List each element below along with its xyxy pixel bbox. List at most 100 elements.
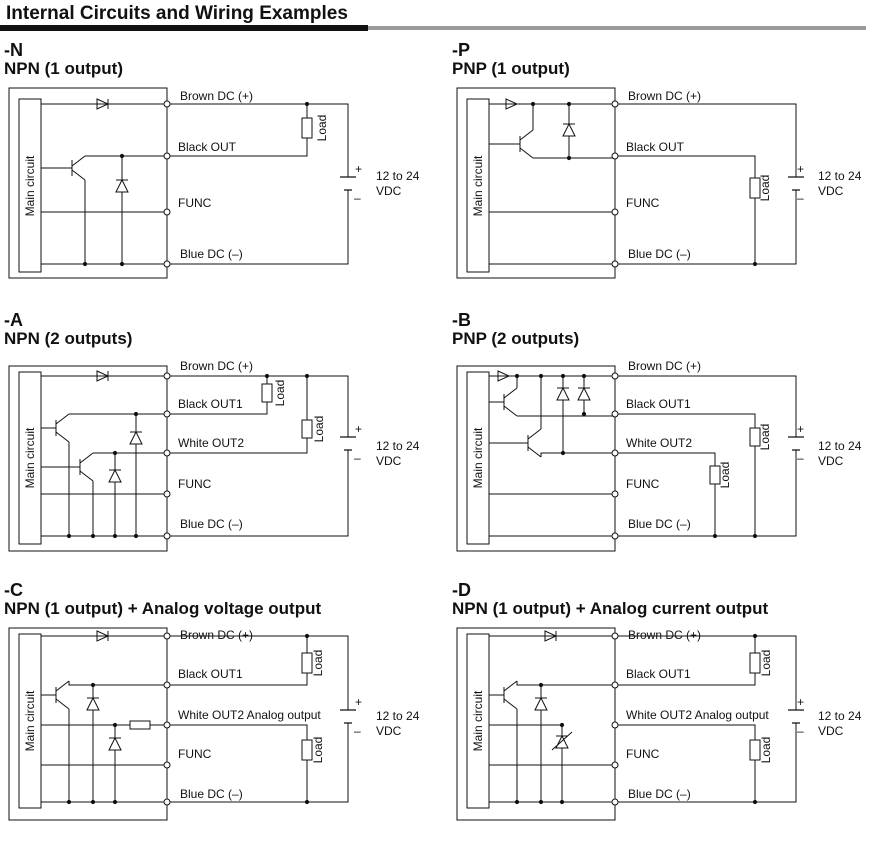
battery	[340, 709, 356, 724]
zener-diode-1	[556, 376, 570, 453]
page-title: Internal Circuits and Wiring Examples	[6, 3, 348, 24]
load-resistor	[301, 739, 313, 761]
terminal-label: White OUT2	[626, 436, 692, 450]
zener-diode	[534, 685, 548, 802]
load-label: Load	[311, 650, 325, 677]
output-resistor	[129, 720, 151, 730]
main-circuit-block	[18, 371, 42, 545]
terminal-label: White OUT2 Analog output	[626, 708, 769, 722]
diode	[96, 98, 110, 110]
pnp-transistor-1	[489, 376, 615, 417]
zener-diode	[115, 156, 129, 264]
main-circuit-block	[18, 633, 42, 809]
wiring-diagram: Main circuit Load Load + – 12 to 24 VDC …	[8, 627, 420, 821]
supply-voltage: 12 to 24	[818, 709, 862, 723]
supply-unit: VDC	[376, 724, 402, 738]
terminal-label: FUNC	[626, 747, 660, 761]
terminal-label: Black OUT1	[626, 667, 691, 681]
terminal-label: Brown DC (+)	[180, 628, 253, 642]
minus-sign: –	[797, 451, 804, 465]
terminal-label: FUNC	[178, 196, 212, 210]
minus-sign: –	[354, 191, 361, 205]
minus-sign: –	[797, 191, 804, 205]
load-label: Load	[273, 380, 287, 407]
terminal-label: Blue DC (–)	[180, 247, 243, 261]
panel-code: -P	[452, 40, 470, 60]
supply-voltage: 12 to 24	[818, 169, 862, 183]
panel-subtitle: PNP (1 output)	[452, 59, 570, 78]
load-label: Load	[759, 737, 773, 764]
terminal-label: Black OUT1	[178, 667, 243, 681]
supply-unit: VDC	[818, 454, 844, 468]
minus-sign: –	[354, 724, 361, 738]
terminal-label: Brown DC (+)	[628, 89, 701, 103]
npn-transistor	[41, 680, 167, 802]
load-label: Load	[311, 737, 325, 764]
panel-code: -A	[4, 310, 23, 330]
title-rule	[0, 25, 866, 31]
plus-sign: +	[355, 422, 362, 436]
terminal-label: Blue DC (–)	[628, 517, 691, 531]
npn-transistor	[41, 155, 167, 264]
panel-subtitle: NPN (1 output) + Analog current output	[452, 599, 769, 618]
load-label: Load	[315, 115, 329, 142]
pnp-transistor-2	[489, 376, 615, 458]
main-circuit-label: Main circuit	[23, 155, 37, 216]
supply-unit: VDC	[376, 184, 402, 198]
battery	[788, 709, 804, 724]
terminal-label: Brown DC (+)	[628, 359, 701, 373]
main-circuit-label: Main circuit	[23, 427, 37, 488]
load-resistor	[301, 419, 313, 439]
panel-subtitle: NPN (2 outputs)	[4, 329, 133, 348]
diode	[96, 630, 110, 642]
load-label: Load	[758, 175, 772, 202]
main-circuit-block	[466, 98, 490, 273]
load-resistor	[709, 465, 721, 485]
wiring-diagram: Main circuit Load Load + – 12 to 24 VDC …	[8, 359, 420, 552]
zener-diode	[562, 104, 576, 158]
panel-b-pnp-2-outputs: -B PNP (2 outputs) Main circuit Load Loa…	[448, 310, 878, 552]
sensor-housing	[456, 87, 616, 279]
load-label: Load	[718, 462, 732, 489]
zener-diode-2	[108, 453, 122, 536]
supply-unit: VDC	[376, 454, 402, 468]
terminal-label: Black OUT1	[626, 397, 691, 411]
panel-code: -B	[452, 310, 471, 330]
npn-transistor-2	[41, 452, 167, 536]
panel-code: -N	[4, 40, 23, 60]
terminal-label: Brown DC (+)	[628, 628, 701, 642]
battery	[788, 436, 804, 451]
terminal-label: Blue DC (–)	[628, 787, 691, 801]
npn-transistor-1	[41, 413, 167, 536]
panel-subtitle: NPN (1 output)	[4, 59, 123, 78]
panel-c-npn-analog-voltage: -C NPN (1 output) + Analog voltage outpu…	[0, 580, 430, 821]
main-circuit-block	[466, 633, 490, 809]
main-circuit-label: Main circuit	[471, 155, 485, 216]
load-resistor	[301, 652, 313, 674]
terminal-label: Black OUT	[626, 140, 685, 154]
npn-transistor	[489, 680, 615, 802]
panel-code: -C	[4, 580, 23, 600]
terminal-label: Black OUT1	[178, 397, 243, 411]
minus-sign: –	[797, 724, 804, 738]
panel-a-npn-2-outputs: -A NPN (2 outputs) Main circuit Load Loa…	[0, 310, 430, 552]
terminal-label: Brown DC (+)	[180, 89, 253, 103]
load-resistor	[749, 652, 761, 674]
zener-diode-2	[41, 724, 167, 802]
zener-diode-1	[129, 414, 143, 536]
supply-voltage: 12 to 24	[376, 439, 420, 453]
battery	[340, 436, 356, 451]
main-circuit-label: Main circuit	[23, 690, 37, 751]
pnp-transistor	[489, 104, 615, 159]
terminal-label: Blue DC (–)	[180, 517, 243, 531]
main-circuit-label: Main circuit	[471, 427, 485, 488]
panel-n-npn-1-output: -N NPN (1 output) Main circuit Load + – …	[0, 40, 430, 280]
plus-sign: +	[797, 422, 804, 436]
wiring-diagram: Main circuit Load Load + – 12 to 24 VDC …	[456, 627, 862, 821]
main-circuit-block	[466, 371, 490, 545]
load-label: Load	[759, 650, 773, 677]
plus-sign: +	[355, 162, 362, 176]
plus-sign: +	[797, 162, 804, 176]
sensor-housing	[8, 87, 168, 279]
supply-unit: VDC	[818, 724, 844, 738]
